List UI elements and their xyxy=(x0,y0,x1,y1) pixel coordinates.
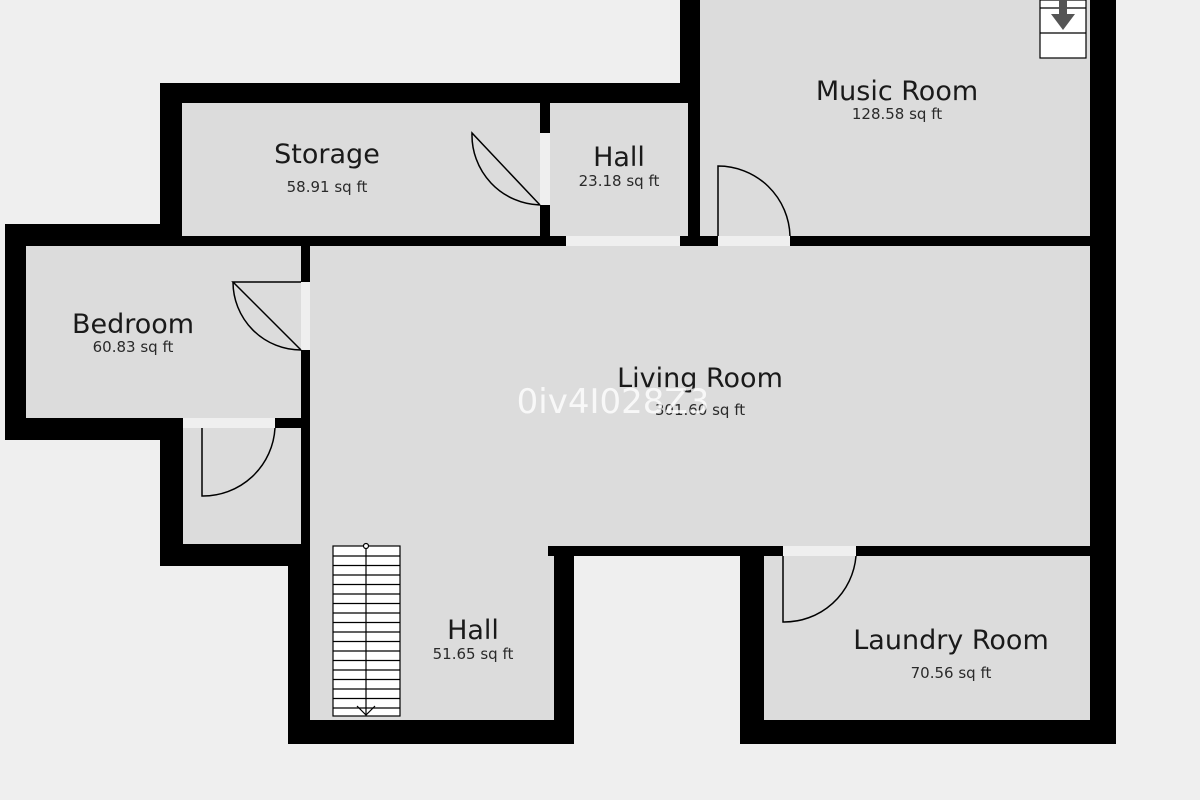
wall xyxy=(790,236,1090,246)
room-music-room: Music Room 128.58 sq ft xyxy=(816,76,978,123)
wall xyxy=(548,546,783,556)
wall xyxy=(680,236,718,246)
stairs-icon xyxy=(332,542,401,717)
wall xyxy=(688,103,700,246)
room-area: 70.56 sq ft xyxy=(911,664,992,682)
room-name: Hall xyxy=(447,615,499,646)
room-area: 60.83 sq ft xyxy=(93,338,174,356)
laundry-room-floor xyxy=(764,556,1090,720)
wall xyxy=(160,83,182,236)
room-hall-lower: Hall 51.65 sq ft xyxy=(433,615,514,663)
wall xyxy=(301,350,310,546)
wall xyxy=(5,224,182,246)
wall xyxy=(160,544,310,566)
wall xyxy=(160,418,183,566)
room-area: 51.65 sq ft xyxy=(433,645,514,663)
room-laundry-room: Laundry Room 70.56 sq ft xyxy=(853,625,1049,682)
door-bedroom xyxy=(232,281,302,351)
room-name: Bedroom xyxy=(72,309,194,340)
room-name: Hall xyxy=(593,142,645,173)
room-name: Laundry Room xyxy=(853,625,1049,656)
door-music-room xyxy=(717,165,791,237)
watermark: 0iv4I028Z3 xyxy=(517,382,710,422)
room-name: Living Room xyxy=(617,363,783,394)
room-area: 128.58 sq ft xyxy=(852,105,942,123)
room-area: 58.91 sq ft xyxy=(287,178,368,196)
door-storage xyxy=(471,131,541,206)
music-room-floor xyxy=(700,0,1090,236)
wall xyxy=(856,546,1090,556)
wall xyxy=(5,418,183,440)
wall xyxy=(275,418,310,428)
living-room-floor xyxy=(310,246,1090,546)
wall xyxy=(540,103,550,133)
wall xyxy=(182,236,566,246)
wall xyxy=(5,224,26,440)
walls xyxy=(5,0,1116,744)
wall xyxy=(288,544,310,744)
room-name: Storage xyxy=(274,139,380,170)
wall xyxy=(288,720,574,744)
wall xyxy=(1090,0,1116,744)
closet-floor xyxy=(183,428,301,544)
door-closet xyxy=(201,427,276,497)
hall-upper-floor xyxy=(550,103,688,236)
down-arrow-icon xyxy=(1051,0,1075,30)
room-living-room: Living Room 301.60 sq ft xyxy=(617,363,783,419)
wall xyxy=(740,546,764,744)
room-storage: Storage 58.91 sq ft xyxy=(274,139,380,196)
room-area: 23.18 sq ft xyxy=(579,172,660,190)
wall xyxy=(301,246,310,282)
upper-stairs xyxy=(1039,0,1087,59)
room-labels: Music Room 128.58 sq ft Storage 58.91 sq… xyxy=(72,76,1049,682)
wall xyxy=(740,720,1116,744)
wall xyxy=(160,83,700,103)
room-bedroom: Bedroom 60.83 sq ft xyxy=(72,309,194,356)
doors xyxy=(201,131,857,623)
room-area: 301.60 sq ft xyxy=(655,401,745,419)
floor-fills xyxy=(26,0,1090,720)
wall xyxy=(540,205,550,246)
wall xyxy=(554,546,574,744)
wall xyxy=(680,0,700,103)
room-hall-upper: Hall 23.18 sq ft xyxy=(579,142,660,190)
room-name: Music Room xyxy=(816,76,978,107)
door-laundry xyxy=(782,555,857,623)
